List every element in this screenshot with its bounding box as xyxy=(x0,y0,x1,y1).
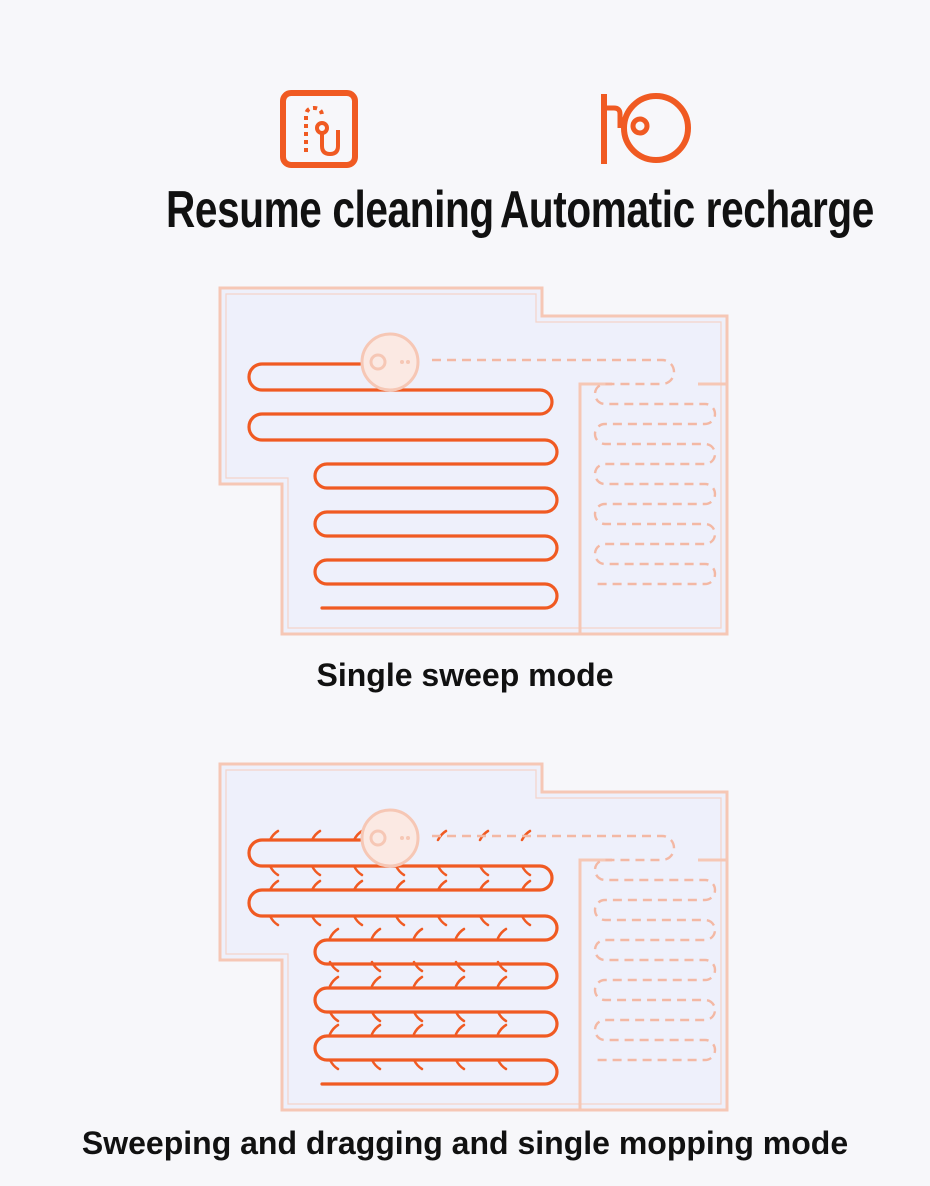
remaining-path xyxy=(432,358,717,586)
mop-stroke xyxy=(454,1010,466,1023)
feature-title-recharge: Automatic recharge xyxy=(500,181,874,239)
mop-stroke xyxy=(496,927,508,940)
mop-stroke xyxy=(496,1058,508,1071)
mop-stroke xyxy=(352,829,364,842)
mop-stroke xyxy=(370,927,382,940)
mop-stroke xyxy=(268,914,280,927)
mop-stroke xyxy=(520,914,532,927)
room-outline-inner xyxy=(225,293,722,629)
mop-stroke xyxy=(370,1023,382,1036)
mop-stroke xyxy=(520,864,532,877)
mop-stroke xyxy=(328,1058,340,1071)
mop-stroke xyxy=(436,914,448,927)
mop-stroke xyxy=(310,829,322,842)
mop-stroke xyxy=(310,914,322,927)
mop-stroke xyxy=(478,879,490,892)
mop-stroke xyxy=(412,927,424,940)
mop-stroke xyxy=(352,864,364,877)
mode-label-single-sweep: Single sweep mode xyxy=(316,657,614,693)
mop-stroke xyxy=(478,829,490,842)
mop-stroke xyxy=(412,1010,424,1023)
mop-stroke xyxy=(520,829,532,842)
mop-stroke xyxy=(268,864,280,877)
mop-stroke xyxy=(370,1010,382,1023)
mop-stroke xyxy=(328,1023,340,1036)
mop-stroke xyxy=(352,914,364,927)
mop-stroke xyxy=(412,1023,424,1036)
mop-stroke xyxy=(520,879,532,892)
mop-stroke xyxy=(478,864,490,877)
mop-stroke xyxy=(370,975,382,988)
mop-stroke xyxy=(394,864,406,877)
robot-vacuum-icon xyxy=(360,808,420,868)
charging-dock-icon xyxy=(601,93,691,164)
mop-stroke xyxy=(268,879,280,892)
feature-title-resume: Resume cleaning xyxy=(166,181,494,239)
mop-stroke xyxy=(412,1058,424,1071)
mop-stroke xyxy=(352,879,364,892)
mop-stroke xyxy=(328,975,340,988)
robot-vacuum-icon xyxy=(360,332,420,392)
mop-stroke xyxy=(454,975,466,988)
mop-stroke xyxy=(310,879,322,892)
mop-stroke xyxy=(328,927,340,940)
mop-stroke xyxy=(454,1058,466,1071)
partition-wall xyxy=(578,382,727,634)
mop-stroke xyxy=(478,914,490,927)
room-outline-inner xyxy=(225,769,722,1105)
mop-stroke xyxy=(436,879,448,892)
mop-stroke xyxy=(496,975,508,988)
mop-stroke xyxy=(496,1023,508,1036)
mop-stroke xyxy=(370,1058,382,1071)
mop-stroke xyxy=(436,829,448,842)
mop-stroke xyxy=(310,864,322,877)
mop-stroke xyxy=(436,864,448,877)
room-outline xyxy=(218,762,729,1112)
mop-stroke xyxy=(454,927,466,940)
cleaning-path xyxy=(247,838,559,1086)
mop-stroke xyxy=(454,1023,466,1036)
mop-stroke xyxy=(412,960,424,973)
mop-stroke xyxy=(394,914,406,927)
mode-label-sweep-and-mop: Sweeping and dragging and single mopping… xyxy=(81,1125,849,1161)
partition-wall xyxy=(578,858,727,1110)
mop-stroke xyxy=(496,960,508,973)
mop-stroke xyxy=(268,829,280,842)
mop-stroke xyxy=(496,1010,508,1023)
mop-stroke xyxy=(328,960,340,973)
mop-stroke xyxy=(454,960,466,973)
mop-stroke xyxy=(328,1010,340,1023)
mop-stroke xyxy=(394,879,406,892)
mop-stroke xyxy=(412,975,424,988)
cleaning-path xyxy=(247,362,559,610)
room-outline xyxy=(218,286,729,636)
resume-cleaning-icon xyxy=(280,90,358,168)
remaining-path xyxy=(432,834,717,1062)
mop-stroke xyxy=(370,960,382,973)
